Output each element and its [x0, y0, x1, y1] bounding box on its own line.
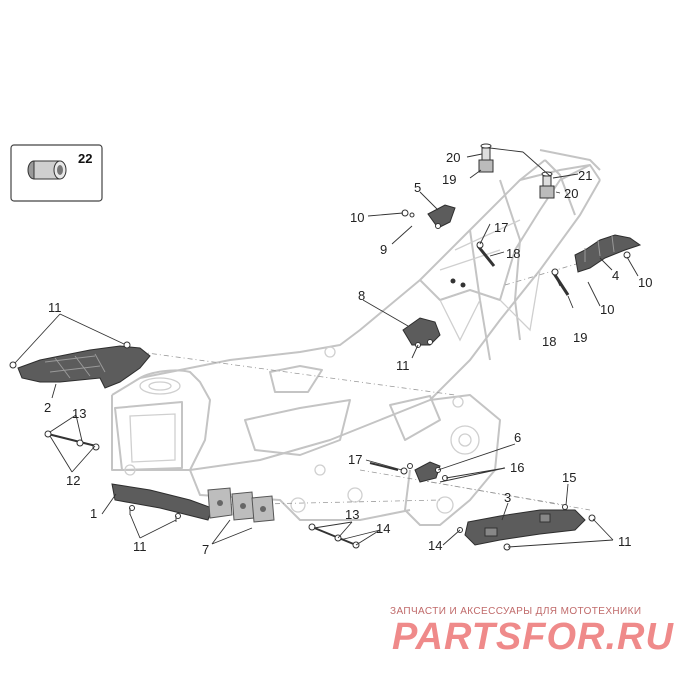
callout-5: 5 [414, 180, 421, 195]
callout-4: 4 [612, 268, 619, 283]
bracket-small-center [407, 461, 441, 483]
inset-part-22: 22 [10, 144, 103, 202]
callout-2: 2 [44, 400, 51, 415]
callout-18: 19 [573, 330, 587, 345]
callout-11: 11 [618, 534, 632, 549]
inset-label: 22 [78, 151, 92, 166]
bracket-lower-right [464, 509, 596, 551]
callout-7: 7 [202, 542, 209, 557]
watermark-tagline: ЗАПЧАСТИ И АКСЕССУАРЫ ДЛЯ МОТОТЕХНИКИ [390, 606, 642, 617]
callout-10: 10 [600, 302, 614, 317]
callout-10: 10 [350, 210, 364, 225]
callout-19: 19 [442, 172, 456, 187]
callout-15: 16 [510, 460, 524, 475]
callout-19: 20 [564, 186, 578, 201]
watermark-logo: PARTSFOR.RU [392, 616, 674, 658]
rubber-mounts [478, 143, 555, 199]
bushing-icon [27, 160, 67, 180]
callout-13: 13 [72, 406, 86, 421]
callout-8: 8 [358, 288, 365, 303]
callout-1: 1 [90, 506, 97, 521]
callout-17: 17 [494, 220, 508, 235]
motorcycle-frame [111, 149, 601, 526]
bracket-upper-right [574, 234, 642, 273]
callout-20: 21 [578, 168, 592, 183]
callout-3: 3 [504, 490, 511, 505]
rubber-pads [207, 487, 275, 523]
leader-lines [14, 147, 639, 548]
callout-11: 11 [48, 300, 62, 315]
callout-14: 14 [428, 538, 442, 553]
callout-18: 18 [506, 246, 520, 261]
bracket-mid [402, 317, 441, 348]
callout-12: 13 [345, 507, 359, 522]
callout-10: 10 [638, 275, 652, 290]
bolts-center-12-13 [308, 523, 360, 549]
callout-13: 14 [376, 521, 390, 536]
callout-20: 20 [446, 150, 460, 165]
bolts-left-12-13 [44, 430, 100, 451]
callout-14: 15 [562, 470, 576, 485]
bracket-lower-left [111, 483, 213, 522]
callout-17: 18 [542, 334, 556, 349]
callout-6: 6 [514, 430, 521, 445]
callout-11: 11 [133, 539, 147, 554]
bracket-upper-small [401, 204, 456, 229]
callout-9: 9 [380, 242, 387, 257]
callout-11: 11 [396, 358, 410, 373]
callout-numbers: 11 2 13 12 1 11 7 13 14 14 11 15 3 6 16 … [44, 150, 652, 557]
callout-16: 17 [348, 452, 362, 467]
footpeg-bracket-left [9, 341, 151, 389]
hardware-15-16 [369, 462, 568, 533]
callout-12: 12 [66, 473, 80, 488]
